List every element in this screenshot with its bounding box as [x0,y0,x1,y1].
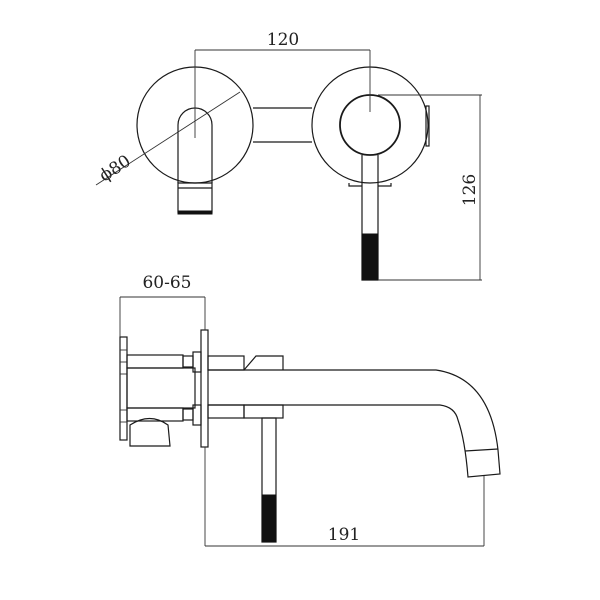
dim-height-label: 126 [460,174,480,206]
lever-grip [361,233,379,281]
dim-reach-label: 191 [328,525,360,545]
dim-wall-depth-label: 60-65 [142,273,191,293]
dimension-height: 126 [378,94,482,281]
dimension-wall-depth: 60-65 [119,273,206,337]
valve-body [126,354,184,369]
dim-spacing-label: 120 [267,30,299,50]
spout-pipe [208,369,501,478]
dimension-plate-diameter: ϕ80 [95,91,241,186]
aerator [177,210,213,215]
wall-plate [200,329,209,448]
dimension-spacing: 120 [194,30,371,138]
lever-grip-side [261,494,277,543]
dimension-spout-reach: 191 [204,447,485,547]
front-elevation-view: 120 ϕ80 126 [95,30,482,281]
side-section-view: 60-65 191 [119,273,501,547]
